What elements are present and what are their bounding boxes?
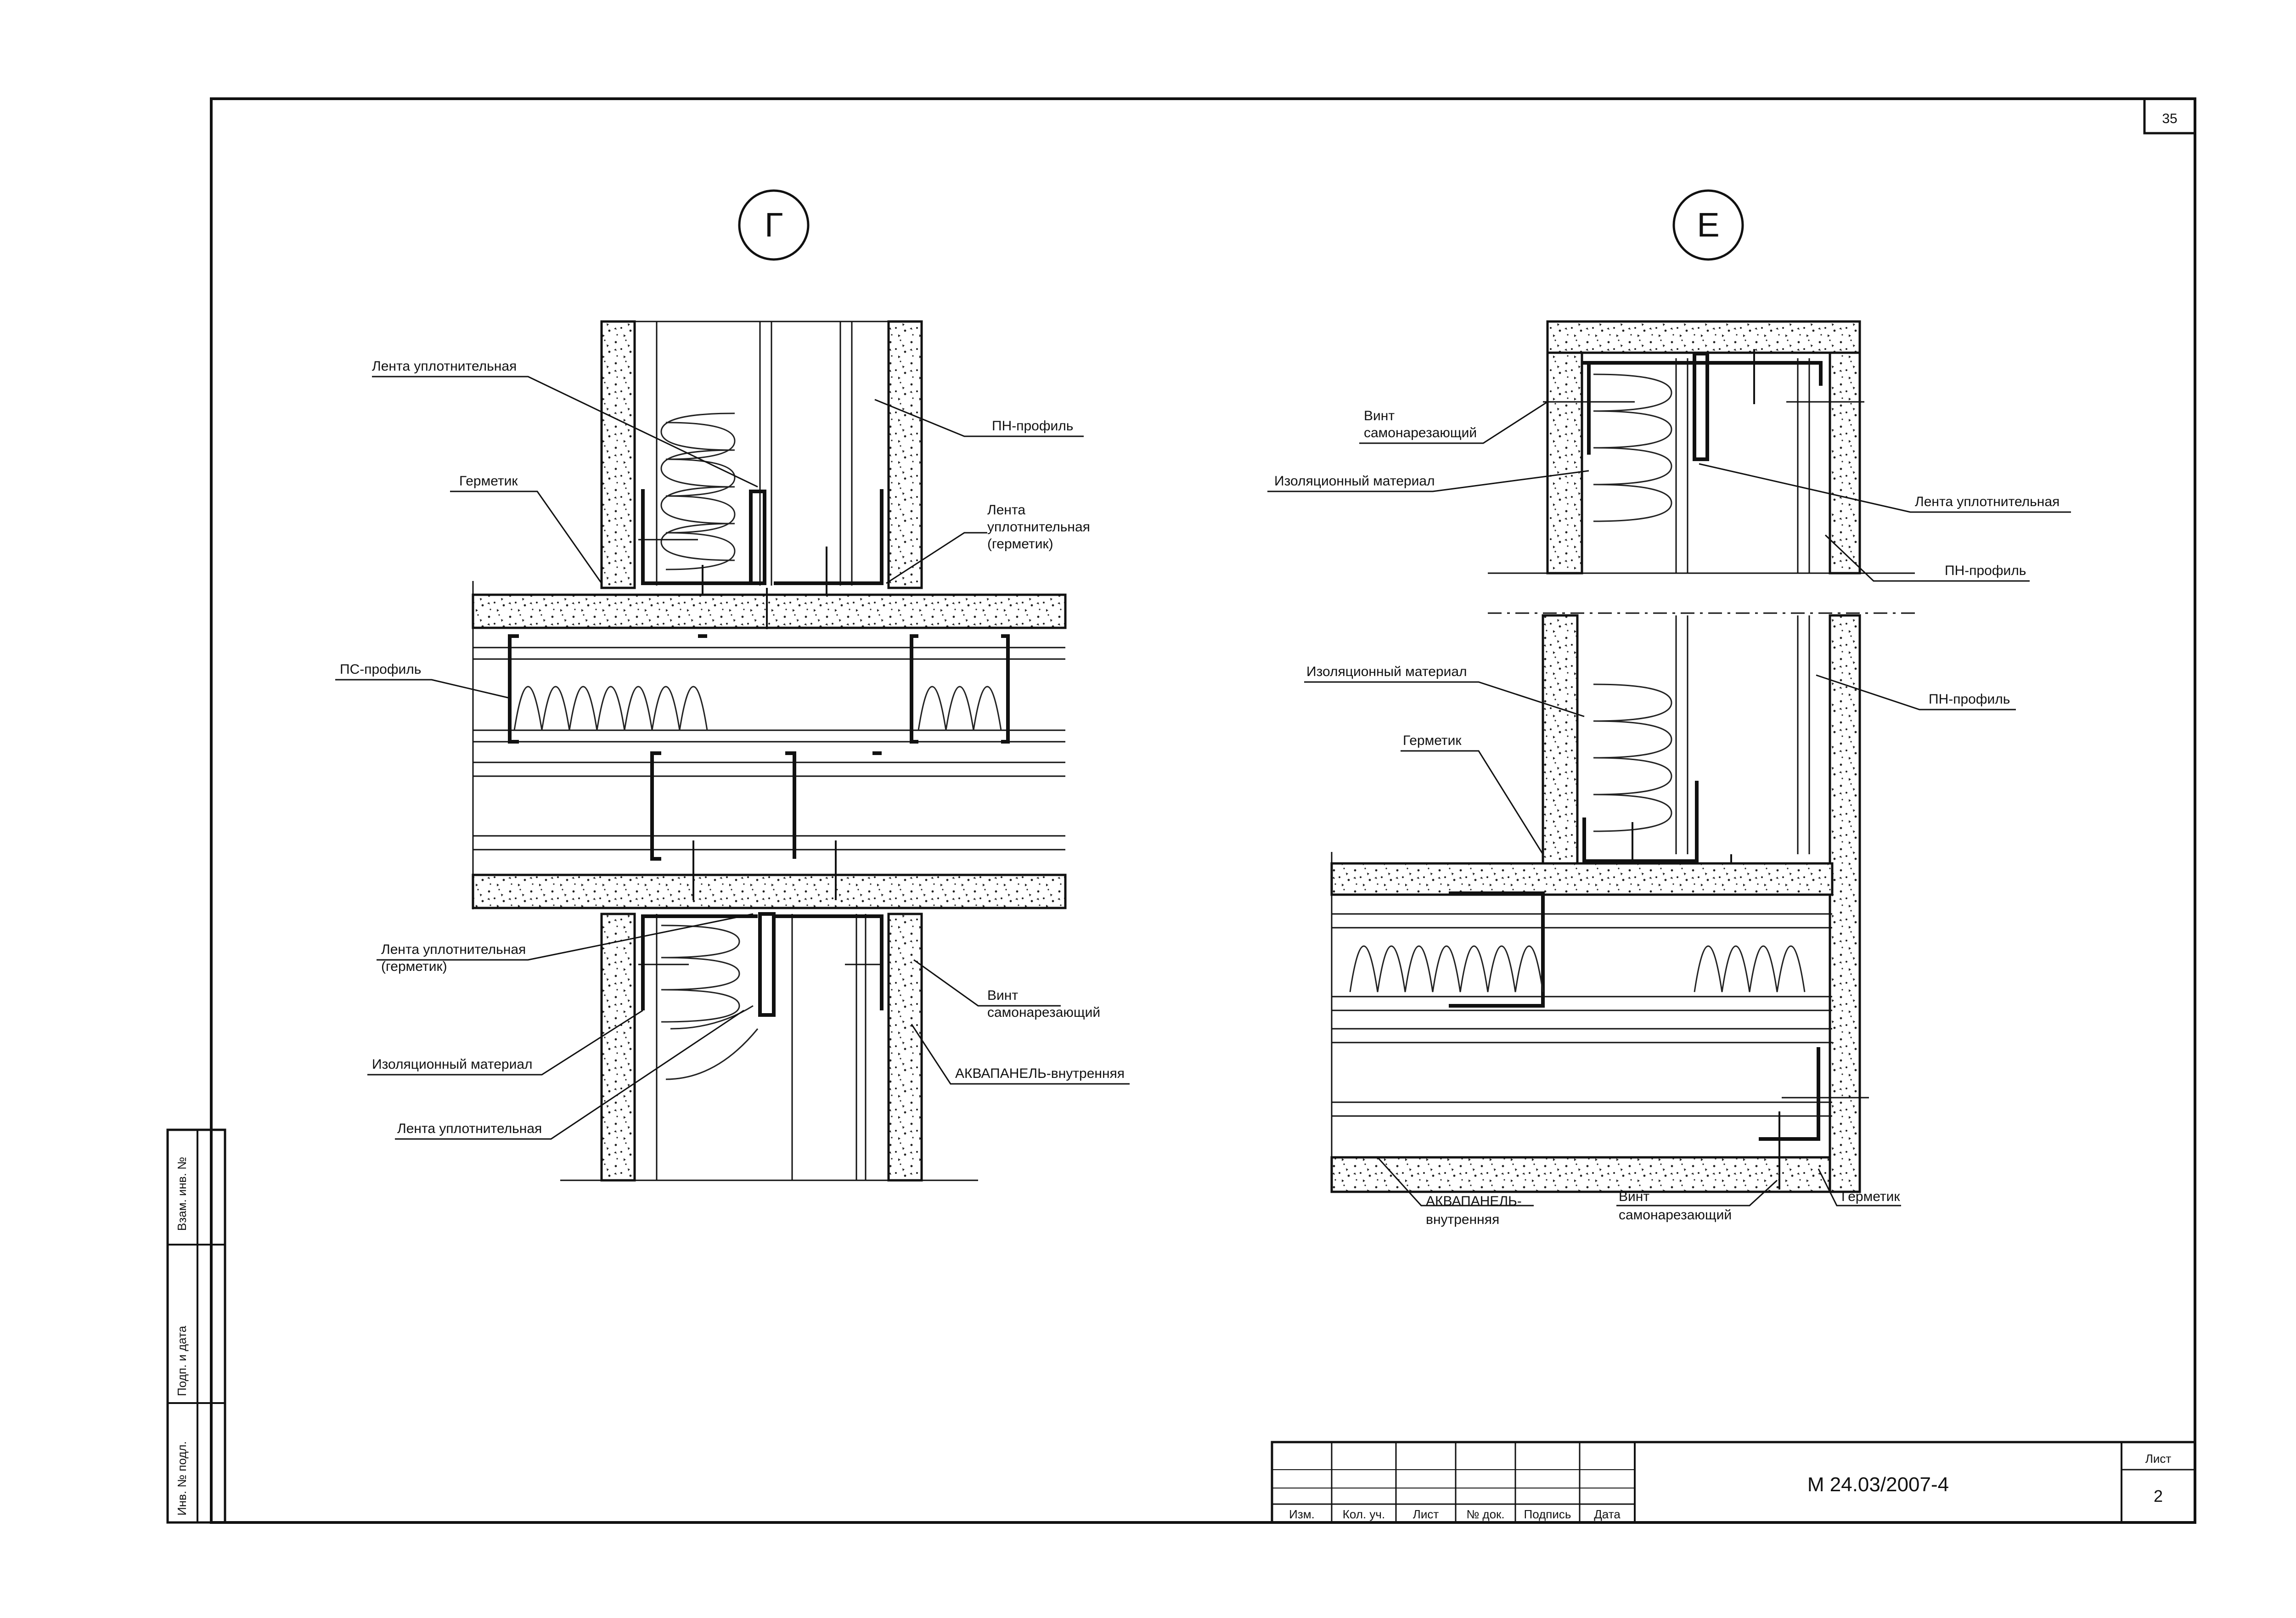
e-label-sealant-bottom: Герметик (1841, 1189, 1900, 1204)
page-number: 35 (2162, 111, 2177, 126)
tb-col-rev: Изм. (1289, 1507, 1315, 1521)
g-label-tape-sealant-1: Лента (987, 502, 1025, 518)
tb-col-sign: Подпись (1524, 1507, 1571, 1521)
stamp-field-original: Инв. № подл. (175, 1441, 189, 1516)
g-label-tape-sealant-2: уплотнительная (987, 519, 1090, 535)
e-label-screw-2: самонарезающий (1364, 425, 1477, 440)
g-label-screw-2: самонарезающий (987, 1005, 1100, 1020)
g-label-aquapanel: АКВАПАНЕЛЬ-внутренняя (955, 1066, 1125, 1081)
g-label-tape-top: Лента уплотнительная (372, 359, 517, 374)
detail-e-mark: Е (1697, 206, 1719, 244)
sheet-border (210, 97, 2196, 1524)
detail-g: Г (335, 189, 1130, 1182)
e-label-screw-bottom-2: самонарезающий (1619, 1207, 1732, 1223)
tb-col-sheet: Лист (1413, 1507, 1439, 1521)
g-label-tape-low: Лента уплотнительная (397, 1121, 542, 1136)
e-label-screw-1: Винт (1364, 408, 1395, 423)
g-label-sealant: Герметик (459, 474, 518, 489)
insulation-g-top (660, 412, 736, 570)
e-label-screw-bottom-1: Винт (1619, 1189, 1649, 1204)
detail-g-mark: Г (765, 206, 783, 244)
sheet-label: Лист (2145, 1452, 2172, 1466)
g-label-pn-profile: ПН-профиль (992, 418, 1073, 434)
title-block: Изм. Кол. уч. Лист № док. Подпись Дата М… (1271, 1441, 2196, 1524)
e-label-aquapanel-1: АКВАПАНЕЛЬ- (1426, 1194, 1522, 1209)
g-label-tape-bottom-2: (герметик) (381, 959, 447, 974)
detail-g-mark-circle (738, 189, 810, 261)
detail-e-mark-circle (1672, 189, 1744, 261)
document-code: М 24.03/2007-4 (1807, 1473, 1949, 1496)
e-label-tape: Лента уплотнительная (1915, 494, 2060, 509)
insulation-e-mid (1593, 683, 1672, 832)
page-number-box (2143, 97, 2196, 135)
e-label-sealant-mid: Герметик (1403, 733, 1462, 748)
e-label-aquapanel-2: внутренняя (1426, 1212, 1499, 1227)
sheet-value: 2 (2154, 1487, 2163, 1505)
e-label-pn-profile-mid: ПН-профиль (1929, 692, 2010, 707)
g-label-insulation: Изоляционный материал (372, 1057, 533, 1072)
detail-e: Е (1267, 189, 2071, 1227)
insulation-e-top (1593, 373, 1672, 522)
stamp-field-signature: Подп. и дата (175, 1325, 189, 1396)
g-label-tape-sealant-3: (герметик) (987, 536, 1053, 552)
insulation-g-slab (513, 686, 1002, 731)
stamp-field-replace: Взам. инв. № (175, 1157, 189, 1231)
tb-col-qty: Кол. уч. (1343, 1507, 1385, 1521)
g-label-tape-bottom-1: Лента уплотнительная (381, 942, 526, 957)
e-label-insulation-mid: Изоляционный материал (1306, 664, 1467, 679)
side-stamp: Взам. инв. № Подп. и дата Инв. № подл. (166, 1128, 226, 1524)
g-label-screw-1: Винт (987, 988, 1018, 1003)
insulation-e-slab (1349, 945, 1806, 992)
tb-col-date: Дата (1594, 1507, 1621, 1521)
e-label-insulation-top: Изоляционный материал (1274, 474, 1435, 489)
tb-col-doc: № док. (1466, 1507, 1504, 1521)
e-label-pn-profile-top: ПН-профиль (1945, 563, 2026, 578)
g-label-ps-profile: ПС-профиль (340, 662, 421, 677)
